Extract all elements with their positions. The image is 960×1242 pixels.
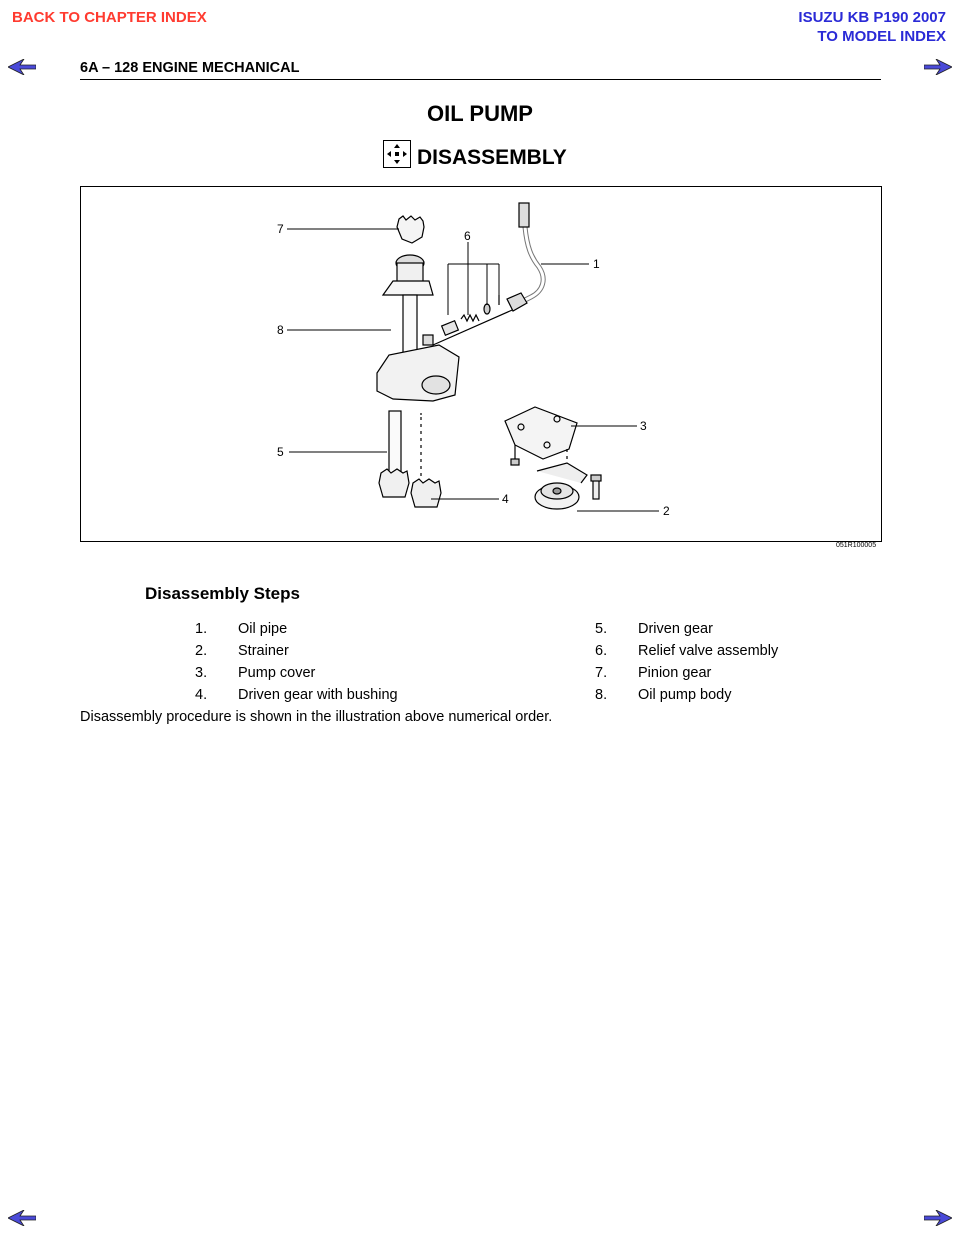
step-number: 6.: [595, 643, 608, 659]
callout-6: 6: [464, 229, 471, 243]
callout-2: 2: [663, 504, 670, 518]
step-label: Strainer: [238, 643, 289, 659]
step-number: 5.: [595, 621, 608, 637]
step-number: 1.: [195, 621, 208, 637]
step-label: Pump cover: [238, 665, 316, 681]
page-title: OIL PUMP: [427, 101, 533, 126]
bottom-previous-page-arrow-icon[interactable]: [8, 1210, 36, 1226]
section-header: 6A – 128 ENGINE MECHANICAL: [80, 60, 300, 76]
figure-id: 051R100005: [836, 542, 877, 549]
section-title: DISASSEMBLY: [417, 146, 567, 169]
step-number: 2.: [195, 643, 208, 659]
step-number: 8.: [595, 687, 608, 703]
step-label: Oil pump body: [638, 687, 732, 703]
step-label: Oil pipe: [238, 621, 288, 637]
step-number: 7.: [595, 665, 608, 681]
callout-1: 1: [593, 257, 600, 271]
step-label: Pinion gear: [638, 665, 712, 681]
step-number: 4.: [195, 687, 208, 703]
callout-8: 8: [277, 323, 284, 337]
exploded-view-figure: 1 2 3 4 5 6 7 8: [80, 186, 882, 542]
next-page-arrow-icon[interactable]: [924, 59, 952, 75]
callout-7: 7: [277, 222, 284, 236]
steps-heading: Disassembly Steps: [145, 584, 300, 603]
model-title-link[interactable]: ISUZU KB P190 2007: [798, 9, 946, 26]
previous-page-arrow-icon[interactable]: [8, 59, 36, 75]
step-label: Driven gear: [638, 621, 713, 637]
disassembly-icon: [383, 140, 411, 168]
callout-4: 4: [502, 492, 509, 506]
back-to-chapter-index-link[interactable]: BACK TO CHAPTER INDEX: [12, 9, 207, 26]
step-label: Relief valve assembly: [638, 643, 779, 659]
header-rule: [80, 79, 881, 80]
step-number: 3.: [195, 665, 208, 681]
procedure-note: Disassembly procedure is shown in the il…: [80, 709, 553, 725]
oil-pump-illustration: 1 2 3 4 5 6 7 8: [277, 202, 670, 518]
step-label: Driven gear with bushing: [238, 687, 398, 703]
callout-5: 5: [277, 445, 284, 459]
callout-3: 3: [640, 419, 647, 433]
to-model-index-link[interactable]: TO MODEL INDEX: [817, 28, 946, 45]
bottom-next-page-arrow-icon[interactable]: [924, 1210, 952, 1226]
